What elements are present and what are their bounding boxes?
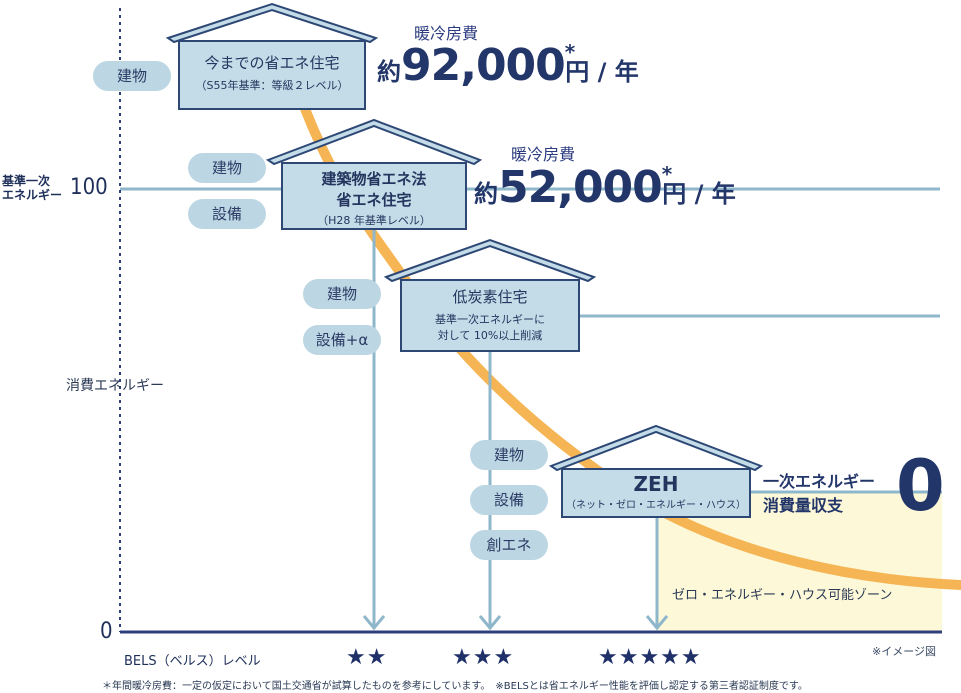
pill-house4-equipment: 設備	[470, 485, 548, 515]
footnote: ＊年間暖冷房費：一定の仮定において国土交通省が試算したものを参考にしています。 …	[102, 681, 808, 692]
tick-100: 100	[70, 175, 108, 200]
zeh-balance-line2: 消費量収支	[763, 496, 844, 515]
cost-1-value: 92,000	[401, 40, 566, 91]
cost-2: 約52,000*円 / 年	[474, 162, 736, 213]
house-3-sub-line2: 対して 10%以上削減	[437, 329, 543, 342]
pill-house2-building: 建物	[188, 153, 266, 183]
y-axis-label: 消費エネルギー	[66, 378, 164, 394]
baseline-label-line2: エネルギー	[2, 188, 63, 202]
house-4-sub: （ネット・ゼロ・エネルギー・ハウス）	[566, 500, 746, 511]
zeh-balance-line1: 一次エネルギー	[763, 472, 876, 491]
cost-2-value: 52,000	[498, 162, 663, 213]
roof-house-1	[165, 2, 379, 44]
zeh-zero: 0	[896, 445, 945, 527]
house-1-sub: （S55年基準：等級２レベル）	[195, 79, 349, 92]
cost-2-label: 暖冷房費	[511, 145, 576, 164]
house-2-sub: （H28 年基準レベル）	[317, 214, 431, 227]
cost-2-prefix: 約	[474, 180, 498, 208]
house-4-title: ZEH	[633, 472, 679, 496]
cost-1-label: 暖冷房費	[414, 24, 479, 43]
arrow-head-1	[362, 615, 386, 631]
pill-house4-generation: 創エネ	[470, 530, 548, 560]
pill-house3-building: 建物	[303, 279, 381, 309]
cost-2-unit: 円 / 年	[662, 180, 736, 208]
house-3-sub-line1: 基準一次エネルギーに	[435, 313, 545, 326]
house-1-title: 今までの省エネ住宅	[204, 54, 340, 72]
pill-house3-equipment-plus: 設備+α	[303, 325, 381, 355]
pill-house2-equipment: 設備	[188, 199, 266, 229]
house-1-body: 今までの省エネ住宅 （S55年基準：等級２レベル）	[178, 40, 366, 110]
baseline-label-line1: 基準一次	[2, 174, 51, 188]
bels-label: BELS（ベルス）レベル	[124, 654, 261, 669]
house-3-title: 低炭素住宅	[452, 288, 528, 306]
arrow-head-3	[645, 615, 669, 631]
house-2-title-line1: 建築物省エネ法	[321, 170, 427, 188]
bels-stars-2: ★★	[346, 645, 388, 670]
bels-stars-5: ★★★★★	[598, 645, 702, 670]
cost-2-asterisk: *	[661, 162, 673, 186]
pill-house4-building: 建物	[470, 440, 548, 470]
tick-0: 0	[100, 619, 113, 644]
bels-stars-3: ★★★	[452, 645, 515, 670]
image-note: ※イメージ図	[872, 645, 936, 658]
roof-house-2	[265, 118, 483, 166]
baseline-label: 基準一次 エネルギー	[2, 174, 62, 202]
zeh-zone-label: ゼロ・エネルギー・ハウス可能ゾーン	[672, 588, 893, 603]
house-4-body: ZEH （ネット・ゼロ・エネルギー・ハウス）	[561, 468, 751, 518]
zeh-balance: 一次エネルギー 消費量収支	[763, 470, 875, 518]
arrow-head-2	[478, 615, 502, 631]
house-2-body: 建築物省エネ法 省エネ住宅 （H28 年基準レベル）	[281, 162, 467, 230]
house-3-body: 低炭素住宅 基準一次エネルギーに 対して 10%以上削減	[400, 279, 580, 352]
pill-house1-building: 建物	[93, 61, 171, 91]
cost-1: 約92,000*円 / 年	[377, 40, 639, 91]
cost-1-unit: 円 / 年	[565, 58, 639, 86]
house-2-title-line2: 省エネ住宅	[336, 191, 412, 209]
roof-house-4	[548, 424, 764, 472]
roof-house-3	[383, 238, 597, 283]
cost-1-asterisk: *	[564, 40, 576, 64]
cost-1-prefix: 約	[377, 58, 401, 86]
